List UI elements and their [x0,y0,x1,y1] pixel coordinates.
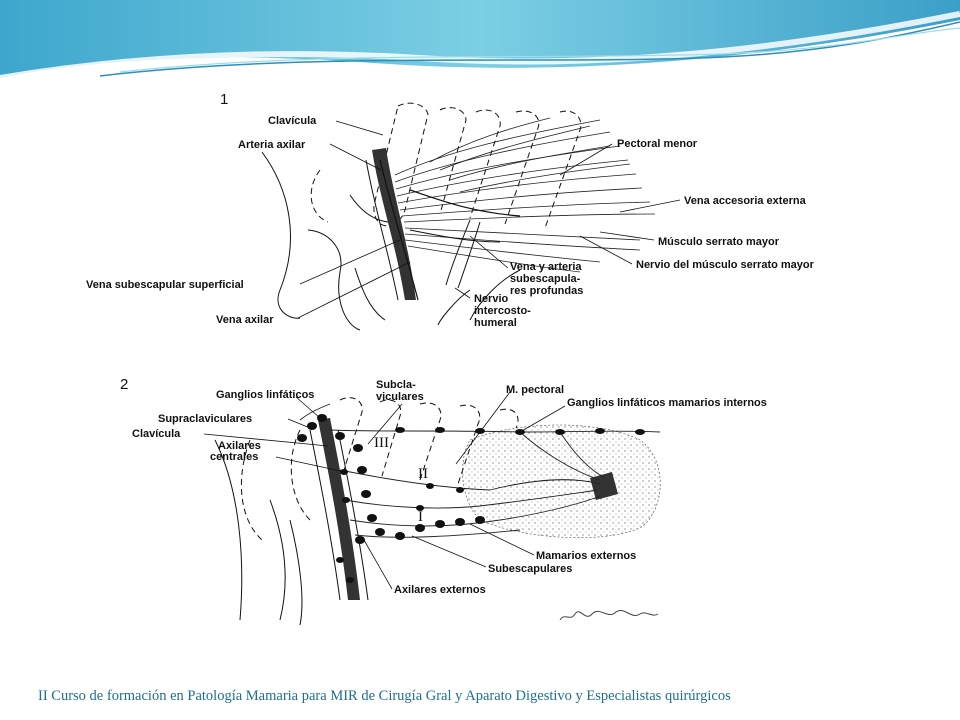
label-vena-subescapular-sup: Vena subescapular superficial [86,279,244,291]
label-subcla-line2: viculares [376,391,424,403]
label-vena-arteria-line1: Vena y arteria [510,261,582,273]
level-ii-label: II [418,466,428,482]
figure-1-drawing: 1 [86,91,815,331]
label-arteria-axilar: Arteria axilar [238,139,306,151]
footer-course-title: II Curso de formación en Patología Mamar… [38,688,731,704]
label-m-pectoral: M. pectoral [506,384,564,396]
label-ganglios-linfaticos: Ganglios linfáticos [216,389,314,401]
label-mamarios-internos: Ganglios linfáticos mamarios internos [567,397,767,409]
label-vena-arteria-line3: res profundas [510,285,583,297]
label-subcla-line1: Subcla- [376,379,416,391]
label-nervio-serrato: Nervio del músculo serrato mayor [636,259,815,271]
label-nervio-line2: intercosto- [474,305,531,317]
label-subescapulares: Subescapulares [488,563,572,575]
label-axilares-centrales-line1: Axilares [218,440,261,452]
label-axilares-externos: Axilares externos [394,584,486,596]
label-clavicula-2: Clavícula [132,428,181,440]
figure-1-number: 1 [220,91,228,108]
label-clavicula-1: Clavícula [268,115,317,127]
label-vena-accesoria: Vena accesoria externa [684,195,807,207]
label-vena-arteria-line2: subescapula- [510,273,581,285]
figure-2-number: 2 [120,376,128,393]
label-nervio-line3: humeral [474,317,517,329]
figure-2-drawing: 2 [120,376,767,626]
header-wave-decoration [0,0,960,81]
label-vena-axilar: Vena axilar [216,314,274,326]
level-i-label: I [418,509,423,525]
level-iii-label: III [374,435,389,451]
illustrator-signature [559,610,659,621]
label-nervio-line1: Nervio [474,293,509,305]
label-mamarios-externos: Mamarios externos [536,550,636,562]
label-serrato-mayor: Músculo serrato mayor [658,236,780,248]
label-axilares-centrales-line2: centrales [210,451,258,463]
label-supraclaviculares: Supraclaviculares [158,413,252,425]
label-pectoral-menor: Pectoral menor [617,138,698,150]
